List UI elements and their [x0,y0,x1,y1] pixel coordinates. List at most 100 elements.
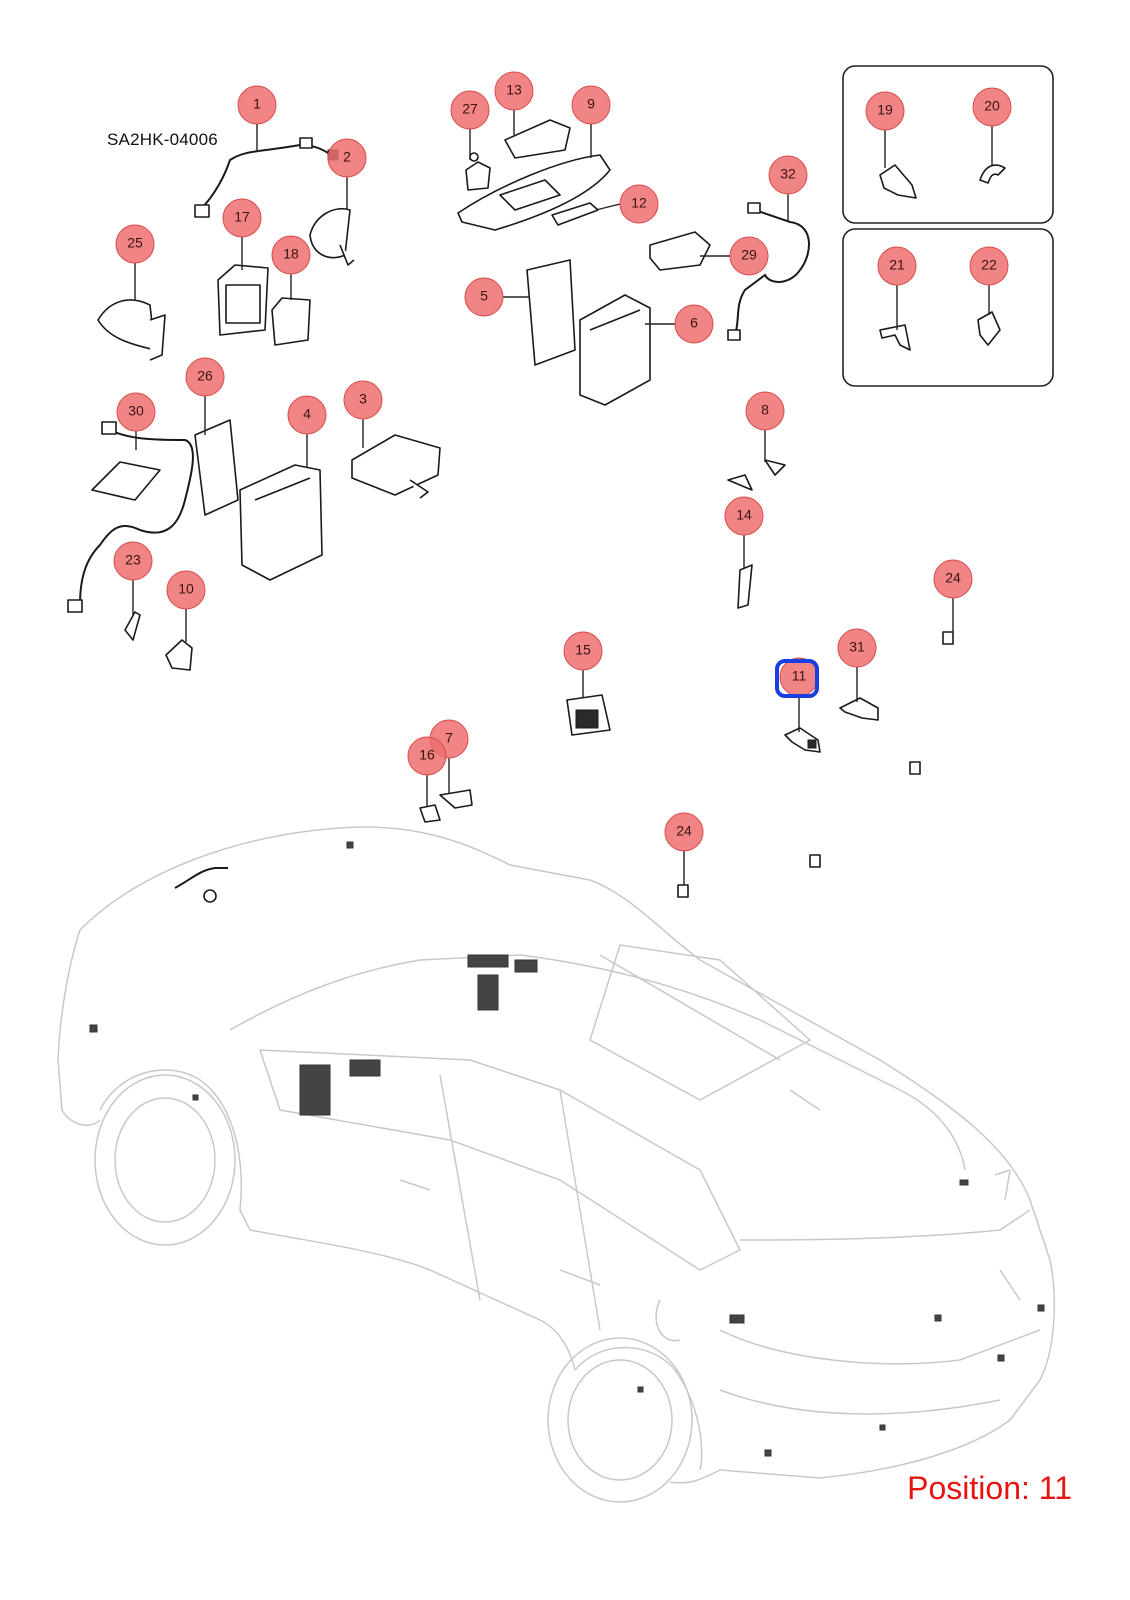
callout-19[interactable]: 19 [865,91,905,131]
callout-23[interactable]: 23 [113,541,153,581]
callout-31[interactable]: 31 [837,628,877,668]
vehicle-installed-parts [89,841,1045,1457]
callout-26[interactable]: 26 [185,357,225,397]
svg-text:25: 25 [127,235,143,251]
part-1-harness [194,137,336,218]
svg-text:32: 32 [780,166,796,182]
svg-text:4: 4 [303,406,311,422]
svg-text:20: 20 [984,98,1000,114]
part-21-bracket [879,324,911,351]
part-14-handle [737,564,753,609]
callout-25[interactable]: 25 [115,224,155,264]
svg-text:19: 19 [877,102,893,118]
selected-callout-highlight [775,659,819,698]
part-26-bracket [194,419,239,516]
svg-text:5: 5 [480,288,488,304]
svg-text:2: 2 [343,149,351,165]
part-13-switch [504,119,571,159]
callout-30[interactable]: 30 [116,392,156,432]
callout-13[interactable]: 13 [494,71,534,111]
position-indicator: Position: 11 [907,1470,1072,1506]
variant-panel-bottom [842,228,1054,387]
callout-4[interactable]: 4 [287,395,327,435]
callout-24-lower[interactable]: 24 [664,812,704,852]
part-27-sensor [465,152,491,191]
svg-text:21: 21 [889,257,905,273]
svg-text:3: 3 [359,391,367,407]
svg-text:17: 17 [234,209,250,225]
callout-18[interactable]: 18 [271,235,311,275]
part-18-module [271,297,311,346]
part-20-clip [979,164,1006,184]
callout-15[interactable]: 15 [563,631,603,671]
callout-6[interactable]: 6 [674,304,714,344]
part-29-cover [649,231,711,271]
part-10-sensor [165,639,193,671]
part-4-fuse-box [239,464,323,581]
part-23-sensor [124,611,141,641]
part-24-clips [677,631,954,898]
callout-1[interactable]: 1 [237,85,277,125]
part-15-module [566,694,611,736]
callout-20[interactable]: 20 [972,87,1012,127]
callout-21[interactable]: 21 [877,246,917,286]
callout-8[interactable]: 8 [745,391,785,431]
part-17-module [217,264,269,336]
callouts: 1 2 3 4 5 6 7 8 9 10 11 12 13 14 15 16 1… [113,71,1012,852]
part-32-harness [727,202,810,341]
svg-text:30: 30 [128,403,144,419]
callout-9[interactable]: 9 [571,85,611,125]
svg-text:24: 24 [676,823,692,839]
callout-32[interactable]: 32 [768,155,808,195]
svg-text:13: 13 [506,82,522,98]
callout-12[interactable]: 12 [619,184,659,224]
svg-text:10: 10 [178,581,194,597]
svg-text:16: 16 [419,747,435,763]
svg-text:29: 29 [741,247,757,263]
callout-5[interactable]: 5 [464,277,504,317]
svg-text:23: 23 [125,552,141,568]
part-7-bracket [439,789,473,809]
svg-text:31: 31 [849,639,865,655]
leader-lines [132,110,993,885]
callout-22[interactable]: 22 [969,246,1009,286]
part-31-sensor [839,697,879,721]
svg-text:15: 15 [575,642,591,658]
diagram-code: SA2HK-04006 [107,130,218,149]
svg-text:12: 12 [631,195,647,211]
svg-text:11: 11 [792,668,807,684]
part-3-module [351,434,441,499]
svg-text:1: 1 [253,96,261,112]
part-11-sensor [784,727,821,753]
part-25-horn [97,299,166,361]
callout-16[interactable]: 16 [407,736,447,776]
variant-panel-top [842,65,1054,224]
callout-27[interactable]: 27 [450,90,490,130]
svg-text:26: 26 [197,368,213,384]
svg-text:9: 9 [587,96,595,112]
callout-29[interactable]: 29 [729,236,769,276]
part-8-bracket [727,459,786,491]
part-16-bracket [419,804,441,823]
svg-text:6: 6 [690,315,698,331]
svg-text:27: 27 [462,101,478,117]
callout-24-upper[interactable]: 24 [933,559,973,599]
part-30-harness [67,421,194,613]
part-5-plate [526,259,576,366]
callout-17[interactable]: 17 [222,198,262,238]
part-9-console [457,154,611,231]
callout-2[interactable]: 2 [327,138,367,178]
part-6-control-unit [579,294,651,406]
callout-3[interactable]: 3 [343,380,383,420]
svg-text:24: 24 [945,570,961,586]
part-19-bracket [879,164,917,199]
svg-text:7: 7 [445,730,453,746]
svg-text:14: 14 [736,507,752,523]
callout-14[interactable]: 14 [724,496,764,536]
svg-text:18: 18 [283,246,299,262]
callout-10[interactable]: 10 [166,570,206,610]
svg-text:22: 22 [981,257,997,273]
vehicle-outline [57,826,1056,1503]
